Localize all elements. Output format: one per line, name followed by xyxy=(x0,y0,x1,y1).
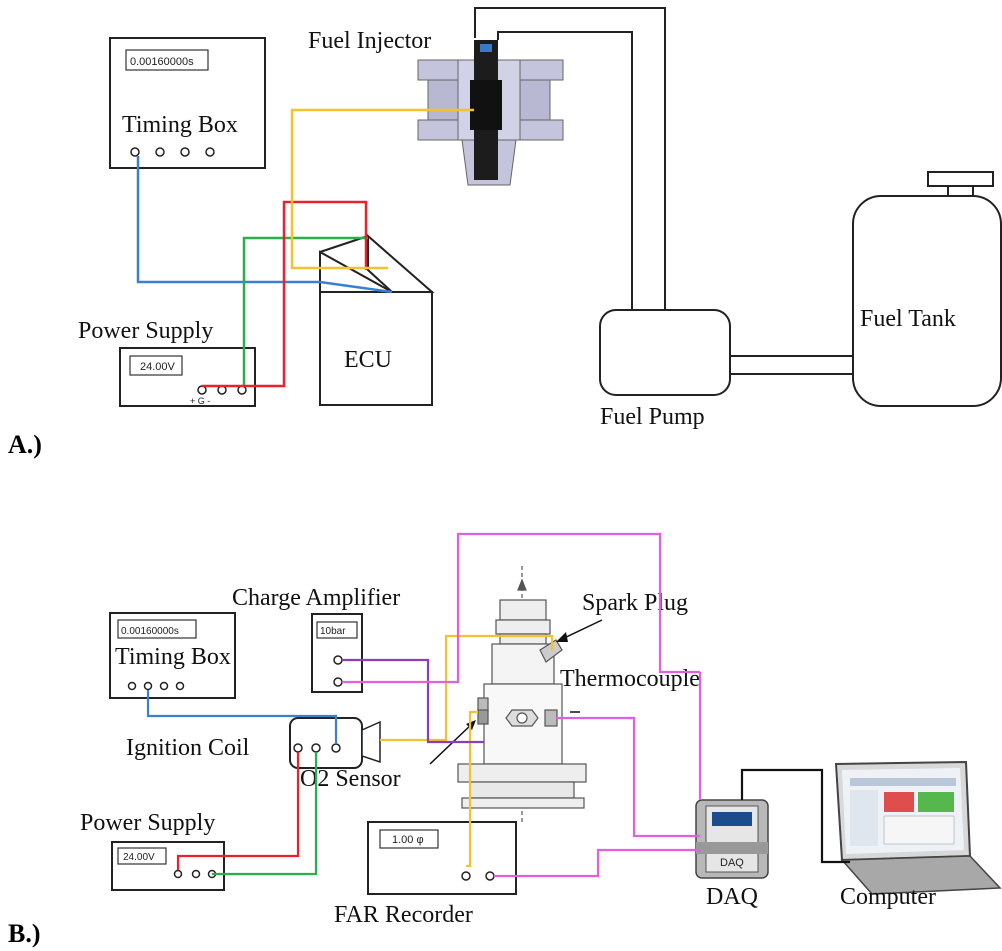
computer: Computer xyxy=(834,760,1002,910)
timing-box-b-label: Timing Box xyxy=(115,644,231,670)
ignition-coil: Ignition Coil xyxy=(126,717,381,769)
timing-box-b-display: 0.00160000s xyxy=(121,626,179,637)
wire-magenta-thermo xyxy=(556,716,700,838)
power-supply-b-display: 24.00V xyxy=(123,852,155,863)
ecu-label: ECU xyxy=(344,347,392,373)
timing-box-a-display: 0.00160000s xyxy=(130,56,194,68)
power-supply-a: Power Supply 24.00V + G - xyxy=(78,318,256,407)
power-supply-b: Power Supply 24.00V xyxy=(80,810,225,891)
fuel-injector: Fuel Injector xyxy=(308,28,564,186)
wires-a xyxy=(136,108,474,388)
ignition-coil-label: Ignition Coil xyxy=(126,735,250,761)
wire-red-a xyxy=(202,200,368,388)
combustion-chamber xyxy=(457,566,587,825)
wire-red-b xyxy=(176,752,300,870)
spark-plug-label: Spark Plug xyxy=(582,590,688,616)
computer-label: Computer xyxy=(840,884,936,910)
wire-blue-a xyxy=(136,156,393,294)
far-recorder: 1.00 φ FAR Recorder xyxy=(334,821,517,928)
wire-yellow-a xyxy=(290,108,474,270)
wire-yellow-b-o2 xyxy=(466,710,478,868)
wire-green-b xyxy=(212,752,318,876)
fuel-tank-label: Fuel Tank xyxy=(860,306,956,332)
thermocouple-label: Thermocouple xyxy=(560,666,700,692)
panel-b-label: B.) xyxy=(8,919,41,948)
wires-b xyxy=(146,532,850,878)
daq-badge: DAQ xyxy=(720,857,744,869)
charge-amplifier-label: Charge Amplifier xyxy=(232,585,400,611)
fuel-injector-label: Fuel Injector xyxy=(308,28,431,54)
timing-box-b: 0.00160000s Timing Box xyxy=(109,612,236,699)
far-recorder-label: FAR Recorder xyxy=(334,902,473,928)
panel-b: 0.00160000s Timing Box Charge Amplifier … xyxy=(8,532,1002,948)
timing-box-a-label: Timing Box xyxy=(122,112,238,138)
wire-magenta-charge xyxy=(342,532,700,684)
wire-black-daq-computer xyxy=(740,768,850,864)
daq: DAQ DAQ xyxy=(695,799,769,910)
power-supply-a-display: 24.00V xyxy=(140,361,176,373)
panel-a-label: A.) xyxy=(8,430,42,459)
wire-yellow-b-spark xyxy=(380,634,554,742)
charge-amplifier: Charge Amplifier 10bar xyxy=(232,585,400,693)
fuel-lines xyxy=(474,7,853,375)
far-recorder-display: 1.00 φ xyxy=(392,834,424,846)
power-supply-a-label: Power Supply xyxy=(78,318,213,344)
daq-label: DAQ xyxy=(706,884,758,910)
panel-a: 0.00160000s Timing Box Power Supply 24.0… xyxy=(8,7,1002,459)
wire-green-a xyxy=(242,236,368,386)
timing-box-a: 0.00160000s Timing Box xyxy=(109,37,266,169)
fuel-tank: Fuel Tank xyxy=(852,171,1002,407)
fuel-pump: Fuel Pump xyxy=(599,309,731,430)
charge-amplifier-display: 10bar xyxy=(320,626,346,637)
wire-blue-b xyxy=(146,690,338,744)
spark-plug-pointer xyxy=(559,619,603,641)
power-supply-a-terminals: + G - xyxy=(190,396,210,406)
wire-magenta-far xyxy=(494,848,700,878)
ecu: ECU xyxy=(319,233,435,406)
fuel-pump-label: Fuel Pump xyxy=(600,404,705,430)
power-supply-b-label: Power Supply xyxy=(80,810,215,836)
wire-purple-1 xyxy=(342,658,484,744)
